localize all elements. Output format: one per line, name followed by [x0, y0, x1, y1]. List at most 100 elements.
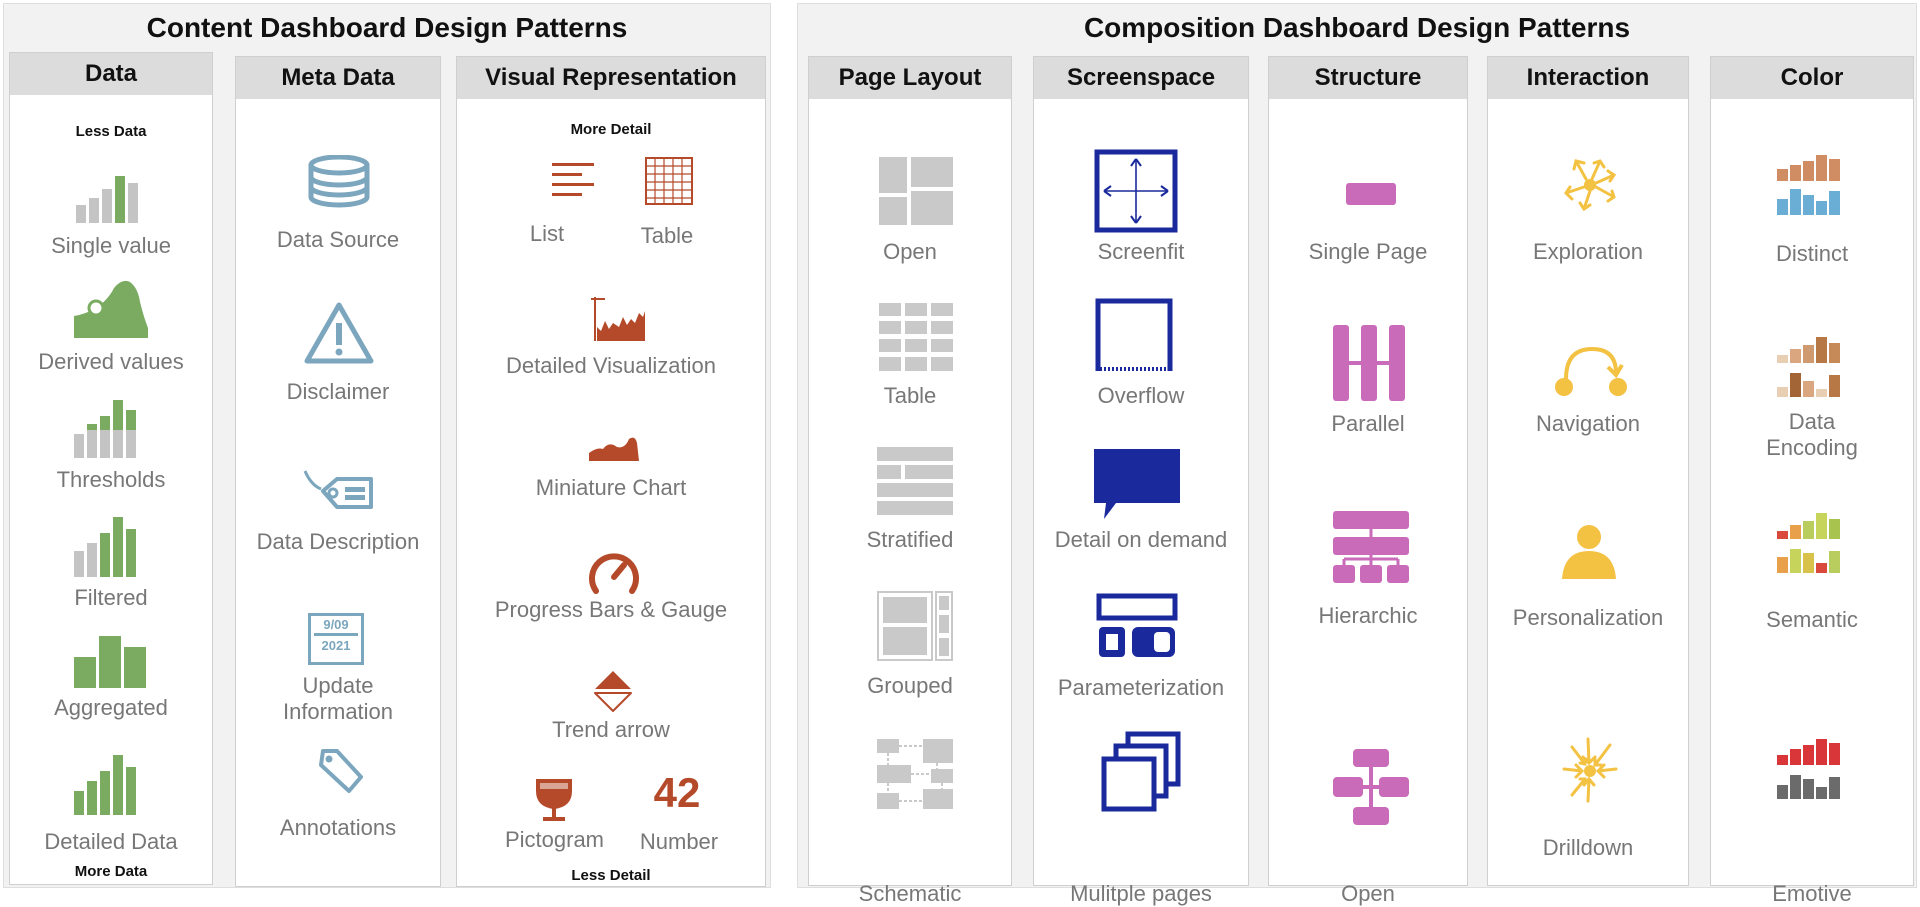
structure-item-label: Hierarchic [1318, 603, 1418, 628]
layout-item-label: Grouped [867, 673, 953, 698]
data-item-label: Thresholds [56, 467, 166, 492]
more-data-caption: More Data [74, 863, 148, 880]
column-header: Color [1711, 57, 1913, 99]
interaction-item-label: Exploration [1532, 239, 1644, 264]
screenspace-item-label: Screenfit [1097, 239, 1185, 264]
grouped-layout-icon [877, 591, 953, 661]
color-item-label: Encoding [1766, 435, 1858, 460]
detailed-data-icon [74, 755, 136, 815]
stratified-layout-icon [877, 447, 953, 515]
data-item-label: Aggregated [54, 695, 168, 720]
data-item-label: Single value [51, 233, 171, 258]
personalization-icon [1562, 525, 1616, 579]
visual-item-label: Trend arrow [552, 717, 670, 742]
aggregated-icon [74, 636, 146, 688]
column-header: Meta Data [236, 57, 440, 99]
multiple-pages-icon [1101, 731, 1181, 812]
interaction-item-label: Drilldown [1542, 835, 1634, 860]
calendar-year: 2021 [321, 638, 351, 653]
tag-icon [303, 470, 373, 509]
exploration-icon [1564, 159, 1617, 212]
open-structure-icon [1333, 749, 1409, 825]
meta-item-label: Annotations [279, 815, 397, 840]
database-icon [308, 155, 370, 208]
emotive-color-icon [1777, 739, 1840, 799]
visual-item-label: Table [640, 223, 694, 248]
visual-item-label: List [529, 221, 565, 246]
table-layout-icon [879, 303, 953, 371]
content-patterns-panel: Content Dashboard Design Patterns Data L… [3, 3, 771, 888]
screenfit-icon [1094, 149, 1178, 233]
column-header: Visual Representation [457, 57, 765, 99]
miniature-chart-icon [589, 437, 639, 461]
interaction-item-label: Navigation [1536, 411, 1640, 436]
open-layout-icon [879, 157, 953, 225]
data-encoding-icon [1777, 337, 1840, 397]
hierarchic-icon [1333, 511, 1409, 583]
column-header: Screenspace [1034, 57, 1248, 99]
detailed-visualization-icon [591, 297, 645, 341]
visual-item-label: Pictogram [504, 827, 605, 852]
column-header: Interaction [1488, 57, 1688, 99]
screenspace-item-label: Mulitple pages [1070, 881, 1212, 906]
visual-item-label: Detailed Visualization [506, 353, 716, 378]
distinct-color-icon [1777, 155, 1840, 215]
calendar-icon: 9/09 2021 [308, 613, 364, 665]
screenspace-item-label: Overflow [1097, 383, 1185, 408]
data-item-label: Detailed Data [44, 829, 178, 854]
less-data-caption: Less Data [75, 123, 147, 140]
layout-item-label: Open [883, 239, 937, 264]
data-item-label: Derived values [38, 349, 184, 374]
interaction-item-label: Personalization [1512, 605, 1664, 630]
panel-title: Composition Dashboard Design Patterns [1083, 12, 1631, 43]
trend-arrow-icon [594, 671, 632, 712]
data-column: Data Less Data Single value Derived valu… [9, 52, 213, 885]
structure-column: Structure Single Page Parallel Hierarchi… [1268, 56, 1468, 906]
number-icon: 42 [653, 769, 701, 816]
overflow-icon [1095, 298, 1173, 371]
parallel-icon [1333, 325, 1405, 401]
color-item-label: Data [1788, 409, 1836, 434]
color-item-label: Distinct [1775, 241, 1849, 266]
meta-item-label: Update [302, 673, 374, 698]
less-detail-caption: Less Detail [571, 867, 651, 884]
layout-item-label: Table [883, 383, 937, 408]
data-item-label: Filtered [74, 585, 148, 610]
visual-item-label: Progress Bars & Gauge [494, 597, 728, 622]
meta-item-label: Data Source [276, 227, 400, 252]
gauge-icon [589, 553, 639, 594]
filtered-icon [74, 517, 136, 577]
pictogram-icon [536, 779, 572, 821]
meta-data-column: Meta Data Data Source Disclaimer Data De… [235, 56, 441, 887]
visual-representation-column: Visual Representation More Detail List T… [456, 56, 766, 887]
screenspace-column: Screenspace Screenfit Overflow Detail on… [1033, 56, 1249, 906]
drilldown-icon [1562, 737, 1618, 803]
single-value-icon [76, 176, 138, 223]
structure-item-label: Open [1341, 881, 1395, 906]
schematic-layout-icon [877, 739, 953, 809]
column-header: Page Layout [809, 57, 1011, 99]
visual-item-label: Number [639, 829, 719, 854]
calendar-date: 9/09 [323, 617, 349, 632]
color-item-label: Semantic [1766, 607, 1858, 632]
table-icon [645, 157, 693, 205]
warning-icon [304, 302, 374, 364]
annotation-icon [319, 749, 363, 793]
meta-item-label: Information [282, 699, 394, 724]
layout-item-label: Schematic [858, 881, 962, 906]
screenspace-item-label: Detail on demand [1054, 527, 1228, 552]
column-header: Structure [1269, 57, 1467, 99]
list-icon [552, 163, 594, 196]
layout-item-label: Stratified [866, 527, 954, 552]
page-layout-column: Page Layout Open Table Stra [808, 56, 1012, 906]
parameterization-icon [1096, 593, 1178, 657]
composition-patterns-panel: Composition Dashboard Design Patterns Pa… [797, 3, 1917, 906]
structure-item-label: Single Page [1308, 239, 1428, 264]
meta-item-label: Data Description [256, 529, 420, 554]
semantic-color-icon [1777, 513, 1840, 573]
visual-item-label: Miniature Chart [535, 475, 687, 500]
single-page-icon [1346, 183, 1396, 205]
derived-values-icon [74, 280, 148, 338]
thresholds-icon [74, 400, 136, 458]
navigation-icon [1555, 346, 1627, 396]
